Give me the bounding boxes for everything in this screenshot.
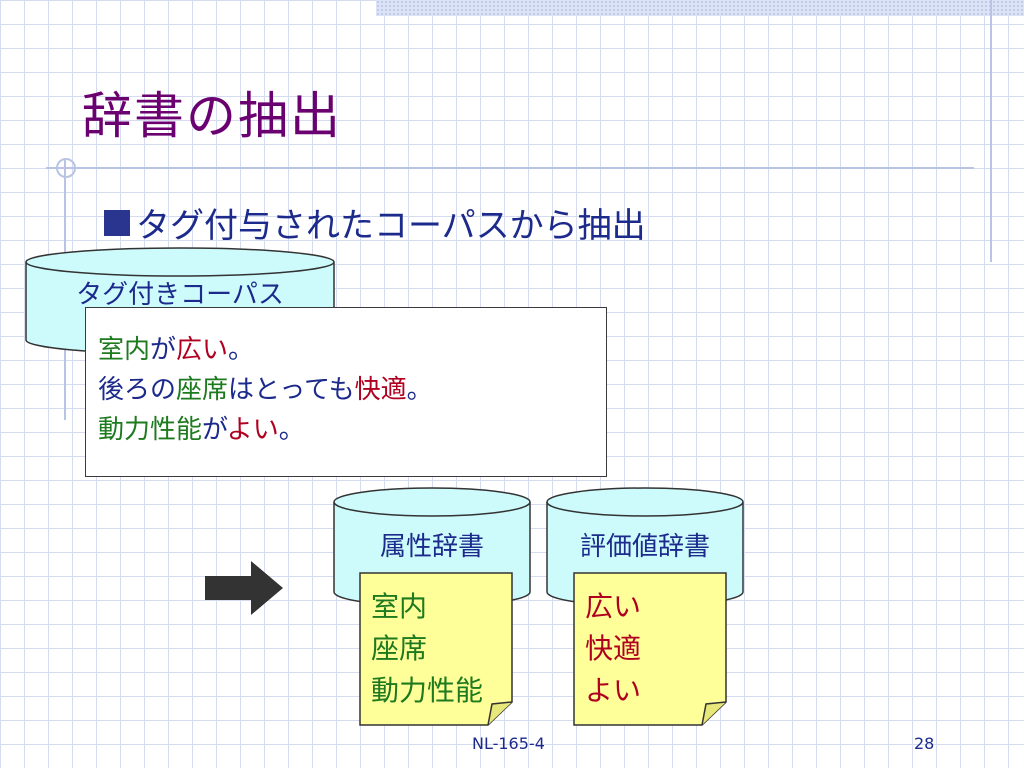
corpus-label: タグ付きコーパス bbox=[76, 280, 284, 310]
sentence-segment: 広い bbox=[176, 335, 229, 365]
sentence-segment: 動力性能 bbox=[98, 415, 203, 445]
slide-title: 辞書の抽出 bbox=[82, 87, 342, 145]
evaluation-items: 広い 快適 よい bbox=[585, 586, 641, 712]
evaluation-item: 快適 bbox=[585, 632, 642, 665]
sentence-segment: はとっても bbox=[228, 375, 355, 405]
sentence-segment: 座席 bbox=[176, 375, 229, 405]
sentence-segment: 快適 bbox=[354, 375, 407, 405]
bullet-item: タグ付与されたコーパスから抽出 bbox=[104, 198, 646, 247]
right-arrow-icon bbox=[205, 561, 283, 619]
attribute-dictionary-label: 属性辞書 bbox=[379, 532, 484, 562]
attribute-item: 座席 bbox=[371, 632, 428, 665]
sentence-line: 動力性能がよい。 bbox=[98, 410, 606, 450]
evaluation-note: 広い 快適 よい bbox=[573, 572, 727, 726]
note-shape bbox=[359, 572, 513, 726]
sentence-segment: が bbox=[150, 335, 177, 365]
attribute-note: 室内 座席 動力性能 bbox=[359, 572, 513, 726]
horizontal-decoration-line bbox=[46, 167, 974, 169]
attribute-items: 室内 座席 動力性能 bbox=[371, 586, 483, 712]
sentence-segment: よい bbox=[226, 415, 279, 445]
sentence-segment: 。 bbox=[406, 375, 433, 405]
vertical-decoration-line bbox=[990, 0, 992, 262]
sentence-line: 室内が広い。 bbox=[98, 330, 606, 370]
note-shape bbox=[573, 572, 727, 726]
sentence-segment: 室内 bbox=[98, 335, 151, 365]
top-decoration-band bbox=[376, 0, 1024, 16]
footer-center: NL-165-4 bbox=[472, 734, 545, 753]
sentence-segment: 後ろの bbox=[98, 375, 177, 405]
crosshair-decoration bbox=[56, 158, 76, 178]
sentence-segment: 。 bbox=[228, 335, 255, 365]
sentence-segment: 。 bbox=[278, 415, 305, 445]
evaluation-dictionary-label: 評価値辞書 bbox=[579, 532, 710, 562]
sentence-line: 後ろの座席はとっても快適。 bbox=[98, 370, 606, 410]
page-number: 28 bbox=[914, 734, 935, 753]
evaluation-item: 広い bbox=[585, 590, 642, 623]
attribute-item: 室内 bbox=[371, 590, 428, 623]
evaluation-item: よい bbox=[585, 674, 642, 707]
square-bullet-icon bbox=[104, 209, 130, 236]
attribute-item: 動力性能 bbox=[371, 674, 484, 707]
sentence-segment: が bbox=[202, 415, 227, 445]
example-sentences-box: 室内が広い。 後ろの座席はとっても快適。 動力性能がよい。 bbox=[85, 307, 607, 477]
bullet-text: タグ付与されたコーパスから抽出 bbox=[136, 206, 646, 246]
